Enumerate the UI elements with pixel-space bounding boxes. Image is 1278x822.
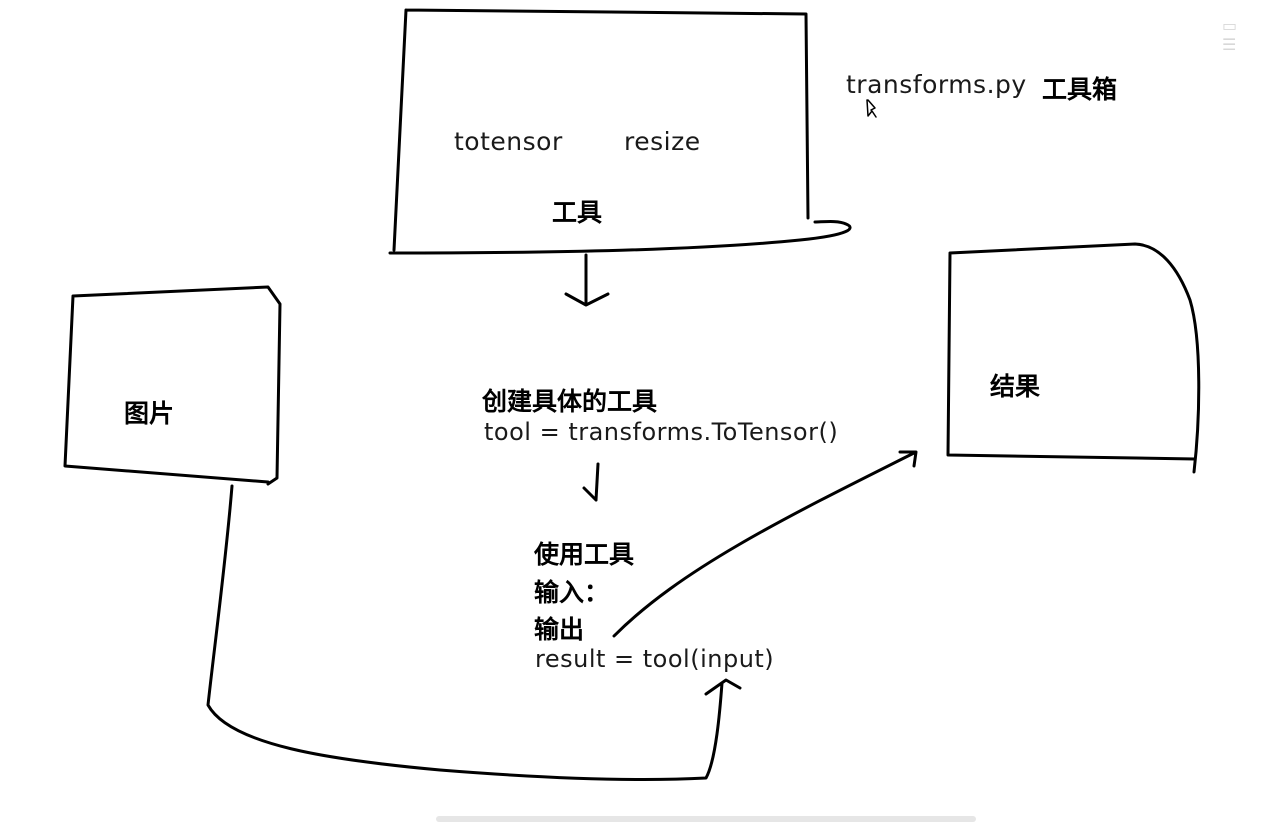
use-tool-heading: 使用工具 xyxy=(534,540,635,569)
output-label: 输出 xyxy=(534,615,585,644)
image-box-outline xyxy=(63,285,282,486)
create-tool-code: tool = transforms.ToTensor() xyxy=(484,418,839,446)
arrow-create-to-use xyxy=(582,462,600,502)
arrow-image-to-input xyxy=(206,484,742,782)
input-label: 输入： xyxy=(534,578,610,607)
result-box-outline xyxy=(946,242,1201,474)
horizontal-scrollbar[interactable] xyxy=(436,816,976,822)
image-box-label: 图片 xyxy=(124,399,175,428)
use-tool-code: result = tool(input) xyxy=(535,645,775,673)
toolbox-title: 工具箱 xyxy=(1042,75,1118,104)
toolbox-filename: transforms.py xyxy=(846,70,1027,99)
cursor-icon xyxy=(866,99,877,118)
toolbox-box-outline xyxy=(388,8,852,255)
result-box-label: 结果 xyxy=(990,372,1041,401)
create-tool-heading: 创建具体的工具 xyxy=(482,387,658,416)
toolbox-item-totensor: totensor xyxy=(454,127,563,156)
arrow-toolbox-to-create xyxy=(564,253,610,307)
window-controls-icon: ▭ ☰ xyxy=(1222,16,1238,54)
toolbox-box-label: 工具 xyxy=(552,198,603,227)
toolbox-item-resize: resize xyxy=(624,127,701,156)
arrow-output-to-result xyxy=(612,450,918,638)
